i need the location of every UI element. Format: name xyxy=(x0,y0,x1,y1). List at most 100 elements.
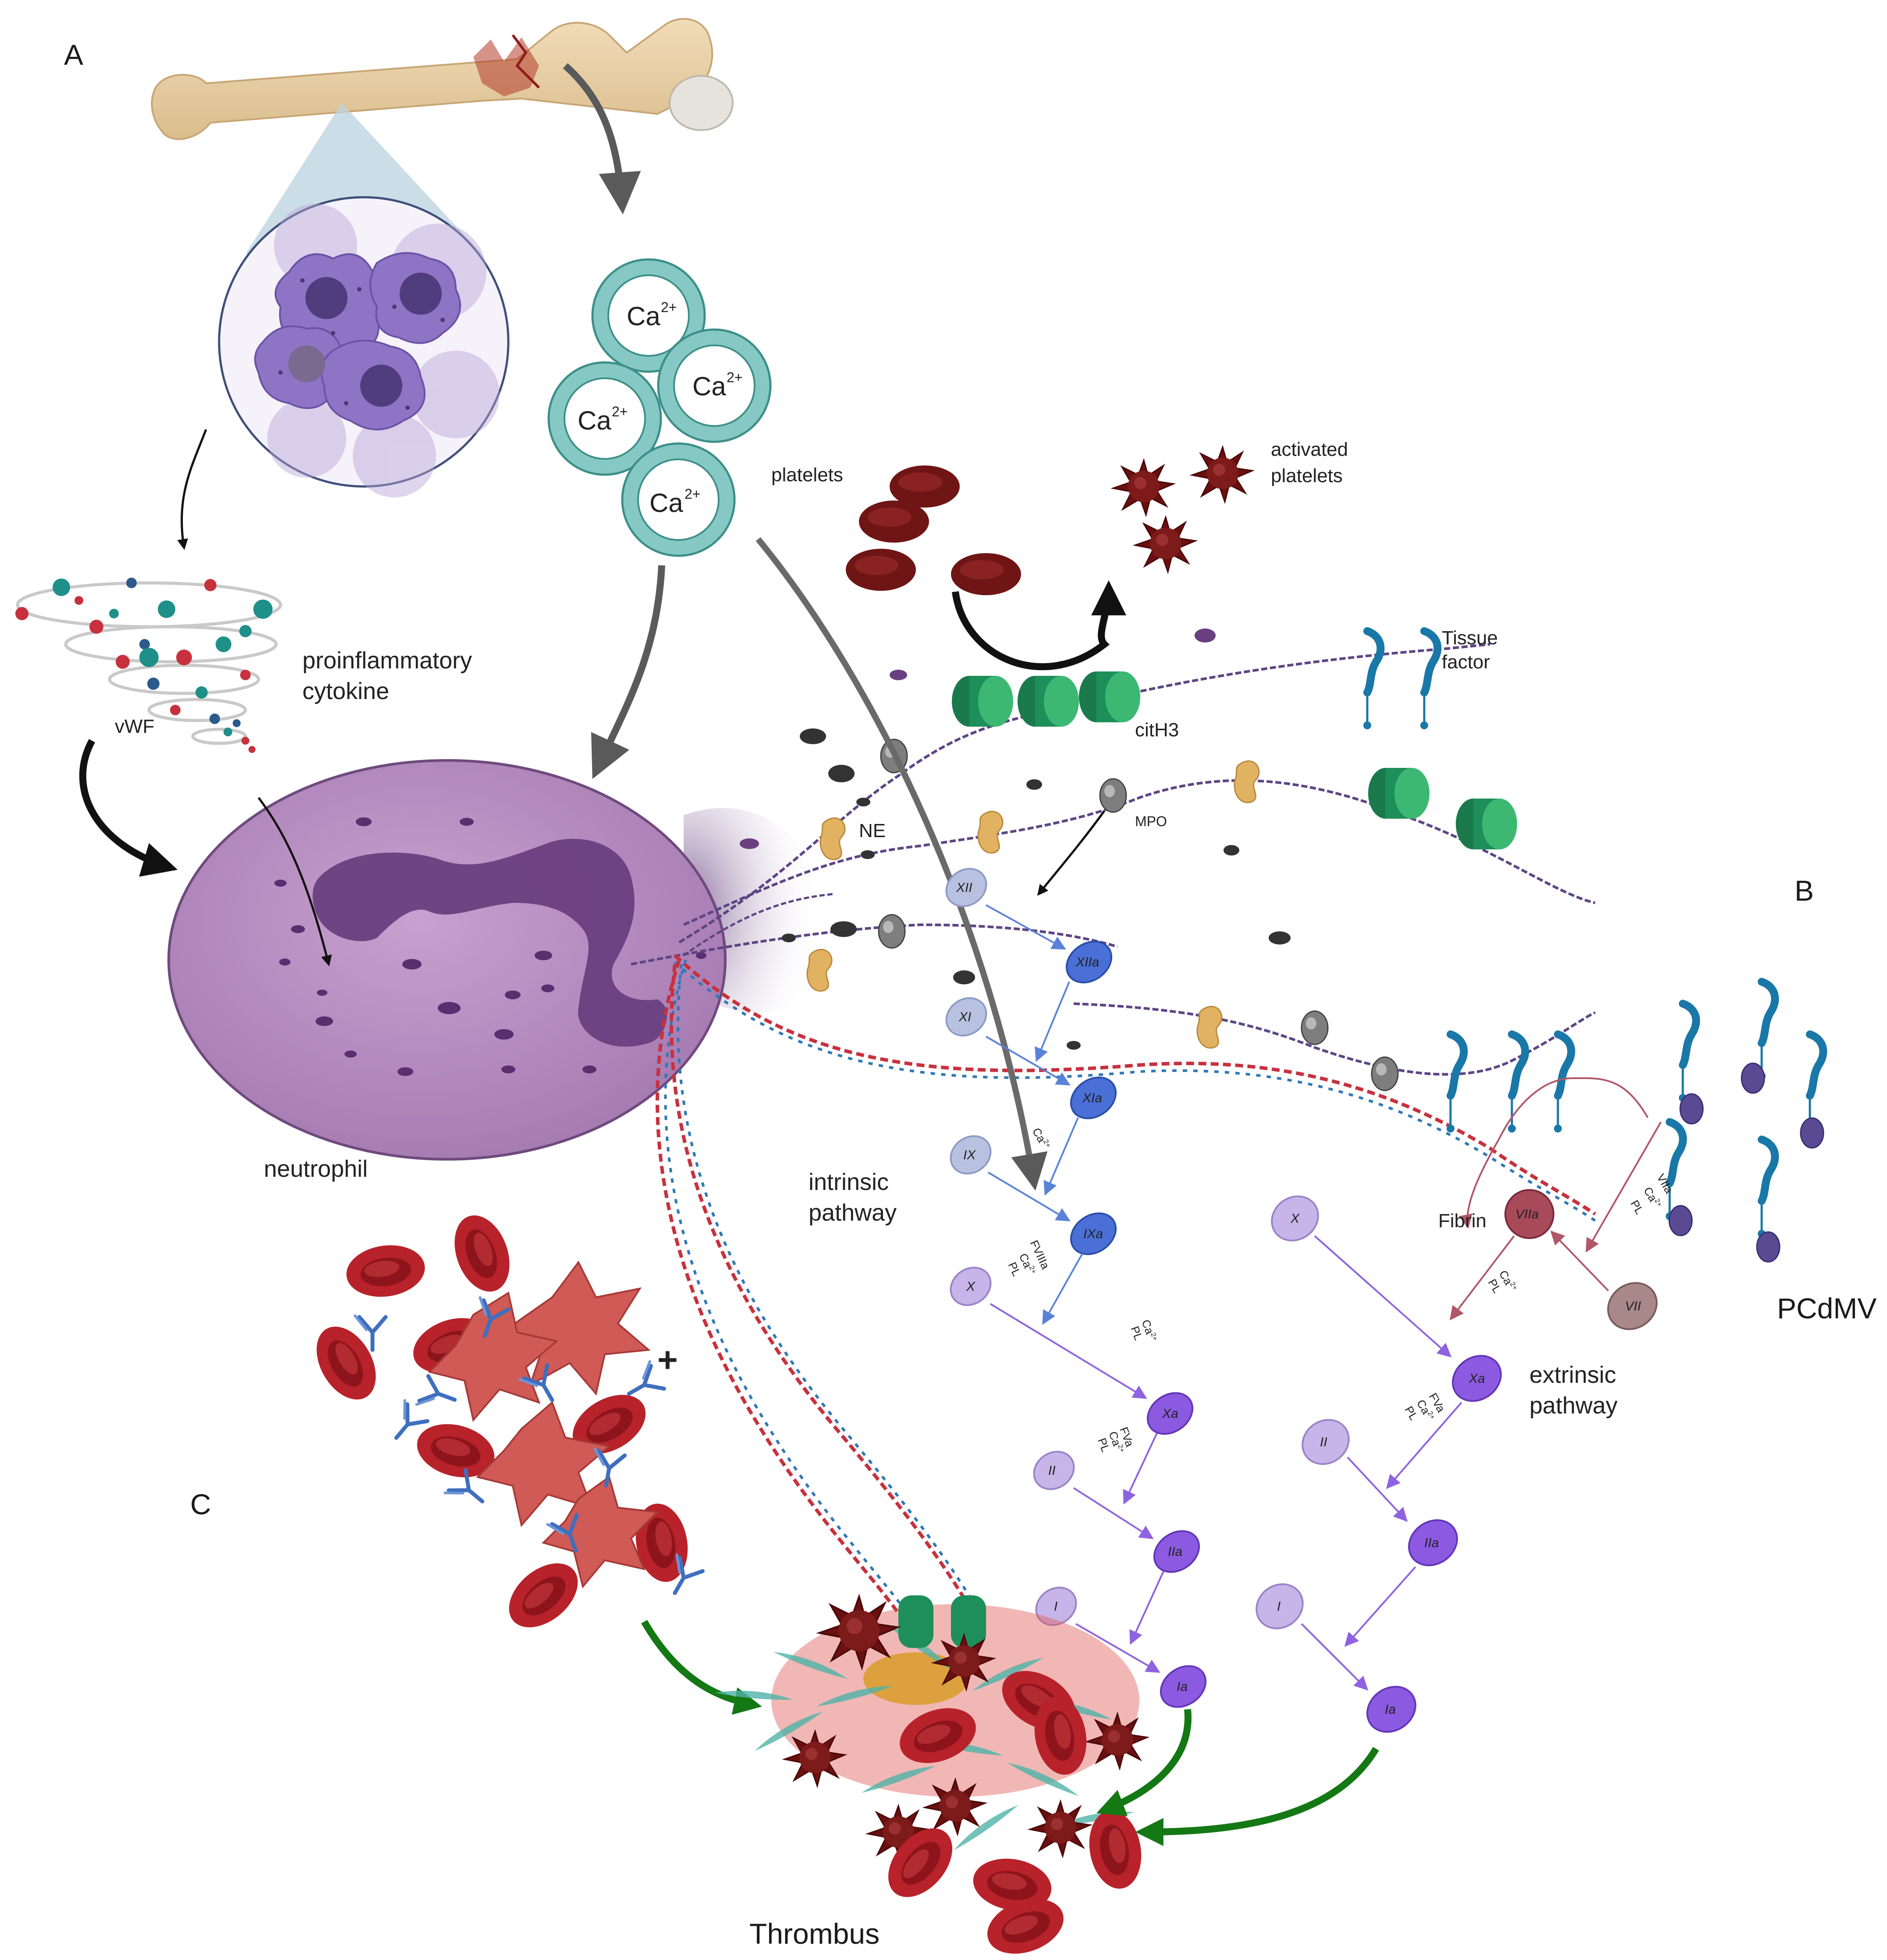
svg-text:XIIa: XIIa xyxy=(1075,955,1099,969)
factor-ii-intrinsic: II xyxy=(1033,1451,1075,1490)
svg-text:X: X xyxy=(966,1279,975,1294)
vwf-into-neutrophil-arrow xyxy=(257,797,332,966)
svg-text:VIIa: VIIa xyxy=(1515,1207,1539,1221)
svg-text:I: I xyxy=(1277,1599,1280,1614)
factor-iia-intrinsic: IIa xyxy=(1153,1530,1200,1573)
intrinsic-pathway: XII XIIa XI XIa IX IXa X Xa xyxy=(945,868,1207,1708)
svg-text:2+: 2+ xyxy=(727,369,742,385)
factor-xi: XI xyxy=(945,997,987,1037)
factor-xiia: XIIa xyxy=(1065,941,1113,984)
bone-marrow-zoom xyxy=(218,196,510,497)
svg-text:2+: 2+ xyxy=(661,299,677,315)
calcium-to-coagulation-arrow xyxy=(756,537,1048,1191)
intrinsic-to-thrombus-arrow xyxy=(1096,1709,1192,1816)
fractured-bone xyxy=(151,18,734,140)
intrinsic-label-line2: pathway xyxy=(809,1200,897,1226)
svg-text:Ca: Ca xyxy=(649,488,683,518)
calcium-to-neutrophil-arrow xyxy=(591,565,665,779)
cith3-label: citH3 xyxy=(1135,719,1179,741)
factor-viia: VIIa xyxy=(1504,1189,1554,1239)
svg-text:Xa: Xa xyxy=(1468,1371,1485,1386)
extrinsic-label-line2: pathway xyxy=(1529,1392,1617,1419)
plus-sign: + xyxy=(657,1340,678,1379)
svg-text:XII: XII xyxy=(956,881,972,895)
factor-xia: XIa xyxy=(1070,1076,1117,1119)
svg-text:IXa: IXa xyxy=(1083,1227,1103,1241)
panel-label-a: A xyxy=(64,39,83,71)
factor-ia-extrinsic: Ia xyxy=(1366,1686,1416,1733)
myeloperoxidase xyxy=(878,739,1399,1091)
calcium-vesicles: Ca 2+ Ca 2+ Ca 2+ Ca 2+ xyxy=(547,258,772,557)
activated-platelets-label-line1: activated xyxy=(1271,439,1348,460)
panel-label-c: C xyxy=(190,1488,211,1520)
factor-x-extrinsic: X xyxy=(1271,1195,1319,1242)
svg-text:II: II xyxy=(1048,1463,1056,1478)
ne-label: NE xyxy=(859,820,886,842)
factor-iia-extrinsic: IIa xyxy=(1408,1519,1458,1566)
factor-ix: IX xyxy=(950,1135,992,1175)
svg-text:IIa: IIa xyxy=(1424,1536,1439,1550)
svg-text:IIa: IIa xyxy=(1168,1545,1182,1559)
svg-text:VII: VII xyxy=(1625,1299,1641,1314)
neutrophil-elastase xyxy=(806,760,1260,1049)
intrinsic-label-line1: intrinsic xyxy=(809,1169,889,1195)
cytokine-spiral xyxy=(15,578,282,753)
platelets-label: platelets xyxy=(771,464,843,486)
bone-to-calcium-arrow xyxy=(563,63,641,215)
microvesicles xyxy=(1668,1062,1824,1263)
mpo-label: MPO xyxy=(1135,813,1167,829)
svg-text:Ca: Ca xyxy=(578,406,611,435)
activated-platelets-label-line2: platelets xyxy=(1271,465,1343,486)
neutrophil-label: neutrophil xyxy=(264,1156,368,1182)
tissue-factors xyxy=(1363,631,1823,1238)
neutrophil-cell xyxy=(167,759,759,1161)
panel-label-b: B xyxy=(1795,874,1814,907)
tissue-factor-label-line2: factor xyxy=(1442,651,1490,673)
svg-text:Ca2+: Ca2+ xyxy=(1030,1126,1053,1152)
mpo-arrow xyxy=(1037,810,1106,896)
calcium-vesicle-2: Ca 2+ xyxy=(657,328,772,443)
factor-ixa: IXa xyxy=(1070,1212,1117,1255)
resting-platelets xyxy=(846,465,1021,595)
factor-xa-extrinsic: Xa xyxy=(1452,1355,1502,1402)
svg-text:PL: PL xyxy=(1628,1198,1646,1217)
svg-text:Ia: Ia xyxy=(1385,1702,1396,1717)
proinflammatory-label-line2: cytokine xyxy=(302,678,389,704)
svg-text:XIa: XIa xyxy=(1082,1091,1102,1105)
activated-platelets xyxy=(1112,446,1253,573)
histones xyxy=(952,671,1517,849)
thrombus xyxy=(714,1595,1148,1960)
extrinsic-to-thrombus-arrow xyxy=(1135,1747,1379,1846)
svg-text:XI: XI xyxy=(958,1010,971,1024)
platelet-activation-arrow xyxy=(952,580,1126,671)
extrinsic-pathway: X Xa II IIa I Ia VIIa VII xyxy=(1256,1077,1676,1733)
extrinsic-label-line1: extrinsic xyxy=(1529,1362,1616,1388)
factor-xii: XII xyxy=(945,868,987,907)
net-granules xyxy=(740,628,1291,1050)
calcium-vesicle-4: Ca 2+ xyxy=(621,442,736,557)
svg-text:2+: 2+ xyxy=(685,486,700,502)
thrombus-label: Thrombus xyxy=(749,1917,880,1950)
tissue-factor-label-line1: Tissue xyxy=(1442,627,1498,649)
factor-ia-intrinsic: Ia xyxy=(1160,1665,1207,1708)
factor-i-extrinsic: I xyxy=(1256,1583,1304,1630)
svg-text:IX: IX xyxy=(963,1148,976,1162)
calcium-vesicle-3: Ca 2+ xyxy=(547,361,662,476)
factor-xa-intrinsic: Xa xyxy=(1146,1392,1194,1435)
pcdmv-label: PCdMV xyxy=(1777,1292,1876,1324)
factor-vii: VII xyxy=(1607,1282,1658,1330)
cluster-to-thrombus-arrow xyxy=(641,1619,762,1715)
fibrin-label: Fibrin xyxy=(1438,1210,1486,1232)
marrow-to-cytokine-arrow xyxy=(177,429,207,550)
svg-text:2+: 2+ xyxy=(612,404,628,419)
factor-x-intrinsic: X xyxy=(950,1267,992,1306)
svg-text:Ca: Ca xyxy=(627,302,660,331)
svg-text:II: II xyxy=(1320,1435,1327,1449)
rbc-antibody-cluster xyxy=(304,1207,703,1640)
factor-ii-extrinsic: II xyxy=(1302,1419,1350,1465)
vwf-label: vWF xyxy=(115,716,154,737)
svg-text:Ca: Ca xyxy=(692,372,726,401)
svg-text:I: I xyxy=(1054,1599,1057,1614)
svg-text:Xa: Xa xyxy=(1162,1406,1178,1421)
